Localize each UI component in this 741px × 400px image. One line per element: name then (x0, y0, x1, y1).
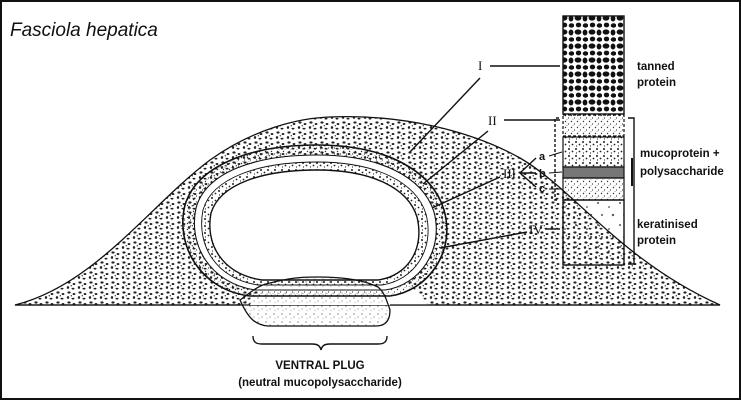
numeral-i: I (478, 58, 482, 73)
label-protein-1: protein (637, 77, 676, 89)
figure-title: Fasciola hepatica (10, 20, 158, 41)
label-polysaccharide: polysaccharide (640, 166, 724, 178)
label-keratinised: keratinised (637, 219, 698, 231)
ventral-plug-label: VENTRAL PLUG (275, 360, 364, 372)
label-protein-2: protein (637, 235, 676, 247)
egg-shell (183, 145, 447, 296)
layer-ii-box (563, 115, 624, 136)
layer-iiia-box (563, 137, 624, 167)
sub-c: c (539, 183, 545, 195)
numeral-iv: IV (529, 222, 543, 237)
layer-column (563, 16, 624, 265)
sub-a: a (539, 151, 546, 163)
numeral-ii: II (488, 113, 497, 128)
numeral-iii: III (503, 166, 516, 181)
label-tanned: tanned (637, 61, 675, 73)
layer-iiic-box (563, 178, 624, 200)
egg-lumen (210, 170, 419, 280)
ventral-plug-sublabel: (neutral mucopolysaccharide) (238, 377, 402, 389)
label-mucoprotein: mucoprotein + (640, 148, 720, 160)
layer-i-box (563, 16, 624, 114)
sub-b: b (539, 168, 546, 180)
layer-iiib-box (563, 167, 624, 178)
layer-iv-box (563, 200, 624, 265)
